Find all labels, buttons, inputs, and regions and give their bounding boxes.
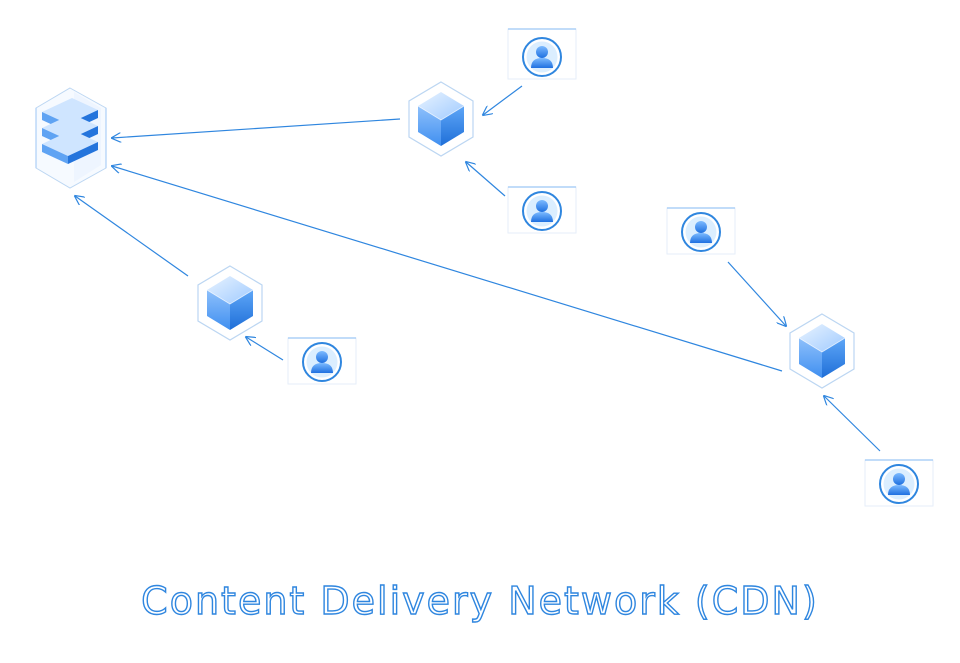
- link-user1-to-edge-top: [483, 85, 523, 115]
- link-edge-right-to-origin: [112, 166, 783, 372]
- user-avatar-icon: [864, 459, 934, 507]
- user-avatar-icon: [666, 207, 736, 255]
- link-edge-top-to-origin: [112, 118, 401, 138]
- connections: [75, 85, 881, 452]
- edge-node-cube-icon: [408, 81, 474, 157]
- origin-server-icon: [35, 87, 107, 189]
- link-edge-left-to-origin: [75, 196, 189, 277]
- user-avatar-icon: [507, 186, 577, 234]
- user-avatar-icon: [507, 28, 577, 80]
- link-user5-to-edge-right: [824, 396, 881, 452]
- link-user2-to-edge-top: [466, 162, 506, 197]
- user-avatar-icon: [287, 337, 357, 385]
- link-user4-to-edge-right: [727, 261, 786, 326]
- link-user3-to-edge-left: [246, 337, 284, 361]
- diagram-caption: Content Delivery Network (CDN): [140, 578, 819, 623]
- edge-node-cube-icon: [789, 313, 855, 389]
- edge-node-cube-icon: [197, 265, 263, 341]
